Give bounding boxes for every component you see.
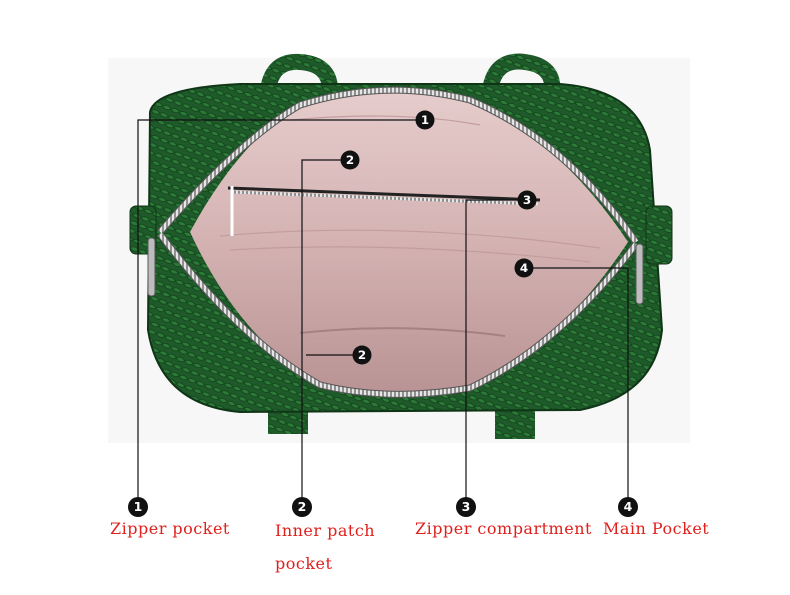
photo-marker-zipper-compartment-number: 3 <box>523 193 531 207</box>
legend-marker-1-circle <box>128 497 148 517</box>
legend-label-inner-patch-pocket: Inner patch pocket <box>275 521 376 573</box>
photo-marker-zipper-pocket-number: 1 <box>421 113 429 127</box>
legend-marker-3-circle <box>456 497 476 517</box>
photo-marker-inner-patch-pocket-lower-circle <box>352 345 372 365</box>
legend-marker-1: 1 <box>128 497 148 517</box>
lower-patch-pocket-edge <box>299 327 506 337</box>
leader-line-2 <box>301 159 348 500</box>
legend-label-zipper-compartment: Zipper compartment <box>415 519 592 538</box>
legend-marker-2-circle <box>292 497 312 517</box>
main-zippers <box>157 86 639 398</box>
legend-marker-2: 2 <box>292 497 312 517</box>
legend-marker-3-number: 3 <box>462 499 471 514</box>
leader-line-3 <box>465 199 527 500</box>
legend-marker-4-circle <box>618 497 638 517</box>
photo-marker-zipper-pocket-circle <box>415 110 435 130</box>
photo-marker-main-pocket-number: 4 <box>520 261 528 275</box>
photo-marker-zipper-compartment: 3 <box>517 190 537 210</box>
photo-marker-main-pocket: 4 <box>514 258 534 278</box>
photo-marker-inner-patch-pocket-upper-circle <box>340 150 360 170</box>
legend-marker-4-number: 4 <box>624 499 633 514</box>
photo-marker-inner-patch-pocket-upper: 2 <box>340 150 360 170</box>
leader-line-1 <box>137 119 425 500</box>
photo-marker-inner-patch-pocket-upper-number: 2 <box>346 153 354 167</box>
photo-marker-inner-patch-pocket-lower: 2 <box>352 345 372 365</box>
legend-label-main-pocket: Main Pocket <box>603 519 710 538</box>
zipper-compartment-slot <box>227 186 541 236</box>
leader-line-4 <box>524 267 629 500</box>
side-tab-right <box>645 205 673 265</box>
photo-marker-inner-patch-pocket-lower-number: 2 <box>358 348 366 362</box>
photo-marker-zipper-compartment-circle <box>517 190 537 210</box>
bag-lining <box>190 91 628 395</box>
legend-label-zipper-pocket: Zipper pocket <box>110 519 230 538</box>
legend-marker-3: 3 <box>456 497 476 517</box>
photo-marker-main-pocket-circle <box>514 258 534 278</box>
photo-marker-zipper-pocket: 1 <box>415 110 435 130</box>
legend-marker-2-number: 2 <box>298 499 307 514</box>
leader-lines <box>137 119 629 500</box>
photo-markers: 1 2 2 3 4 <box>340 110 537 365</box>
zipper-pulls <box>147 237 644 305</box>
lining-folds <box>219 115 601 343</box>
legend-marker-4: 4 <box>618 497 638 517</box>
legend-markers: 1 2 3 4 <box>128 497 638 517</box>
legend-marker-1-number: 1 <box>134 499 143 514</box>
